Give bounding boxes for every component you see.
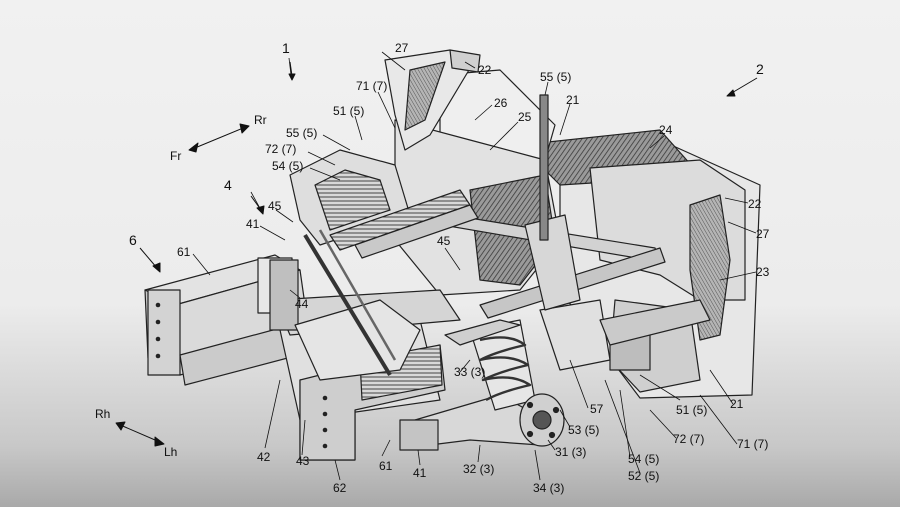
callout-2: 2 [756,61,764,77]
callout-26: 26 [494,96,508,110]
callout-45-upper: 45 [268,199,282,213]
apron-rail-shade [314,169,391,231]
callout-54-5-left: 54 (5) [272,159,304,173]
callout-33-3: 33 (3) [454,365,486,379]
leader-lines [192,51,757,481]
reference-arrows [139,61,758,273]
callout-61-lower: 61 [379,459,393,473]
callout-21-top: 21 [566,93,580,107]
strut-brace-right [354,204,479,259]
callout-22-right: 22 [748,197,762,211]
callout-72-7-right: 72 (7) [673,432,705,446]
direction-label-rh: Rh [95,407,111,421]
callout-25: 25 [518,110,532,124]
tower-vertical-55 [539,94,549,241]
callout-1: 1 [282,40,290,56]
callout-55-5-mid: 55 (5) [286,126,318,140]
callout-4: 4 [224,177,232,193]
callout-23: 23 [756,265,770,279]
callout-27-right: 27 [756,227,770,241]
callout-55-5-top: 55 (5) [540,70,572,84]
upper-arm-33 [444,319,521,346]
callout-45-mid: 45 [437,234,451,248]
direction-arrow-rh-lh [115,421,165,447]
callout-62: 62 [333,481,347,495]
hub-center [532,410,552,430]
direction-label-lh: Lh [164,445,178,459]
left-upper-beam-22 [449,49,481,73]
callout-42: 42 [257,450,271,464]
callout-43: 43 [296,454,310,468]
callout-41-lower: 41 [413,466,427,480]
callout-72-7-left: 72 (7) [265,142,297,156]
truss-diag-2 [318,229,397,361]
lower-arm-41 [399,419,439,451]
callout-51-5-top: 51 (5) [333,104,365,118]
callout-41-upper: 41 [246,217,260,231]
callout-44: 44 [295,297,309,311]
rear-lower-member [599,299,711,346]
callout-24: 24 [659,123,673,137]
callout-27-top: 27 [395,41,409,55]
callout-61-upper: 61 [177,245,191,259]
direction-label-rr: Rr [254,113,267,127]
callout-51-5-right: 51 (5) [676,403,708,417]
callout-54-5-right: 54 (5) [628,452,660,466]
callout-32-3: 32 (3) [463,462,495,476]
callout-57: 57 [590,402,604,416]
coil-spring [478,336,532,402]
bolt-holes-left [155,302,161,359]
callout-53-5: 53 (5) [568,423,600,437]
callout-21-right: 21 [730,397,744,411]
bumper-plate-left [147,289,181,376]
tower-member-57 [539,299,611,371]
callout-71-7-right: 71 (7) [737,437,769,451]
bracket-44 [269,259,299,331]
callout-22-top: 22 [478,63,492,77]
callout-52-5: 52 (5) [628,469,660,483]
direction-label-fr: Fr [170,149,182,163]
left-pillar-shade [404,61,446,131]
callout-6: 6 [129,232,137,248]
lower-truss [294,299,421,381]
callout-31-3: 31 (3) [555,445,587,459]
tower-brace [524,214,581,311]
callout-71-7-top: 71 (7) [356,79,388,93]
callout-34-3: 34 (3) [533,481,565,495]
bolt-holes-front [322,395,328,449]
direction-arrow-fr-rr [188,123,250,153]
truss-diag-1 [303,233,392,377]
